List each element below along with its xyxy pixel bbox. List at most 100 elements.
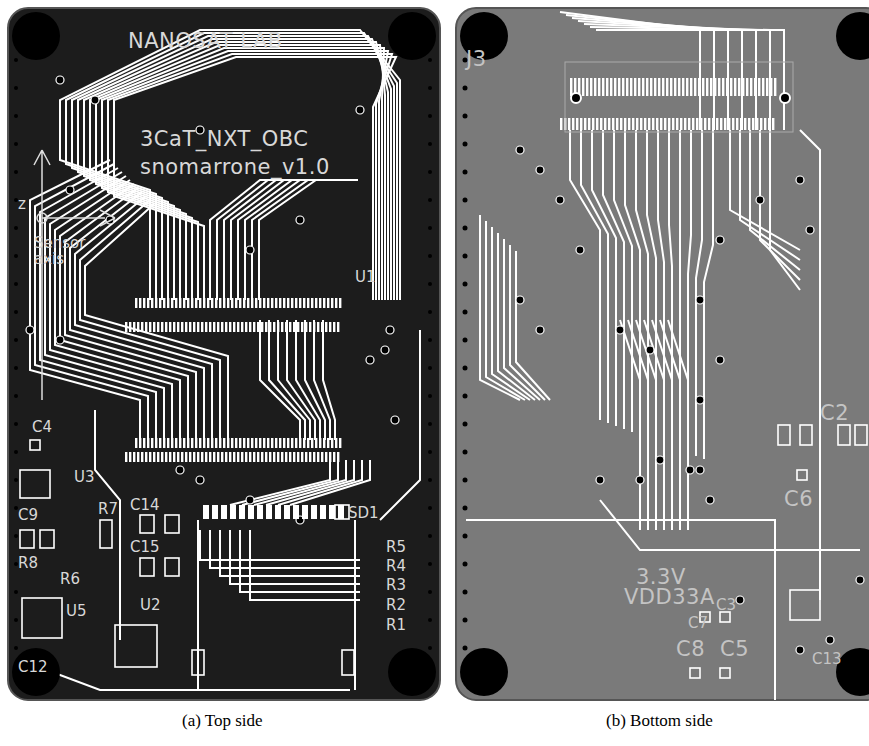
trace	[800, 130, 820, 600]
pad	[630, 78, 632, 96]
trace	[210, 180, 330, 300]
pad	[213, 452, 215, 462]
pad	[133, 452, 135, 462]
pad	[197, 452, 199, 462]
pad	[287, 438, 289, 448]
component-pad	[192, 650, 204, 675]
pad	[195, 298, 197, 308]
component-pad	[797, 470, 807, 480]
pad	[315, 438, 317, 448]
mounting-holes	[12, 12, 869, 696]
pad	[724, 118, 726, 130]
board-version: snomarrone_v1.0	[140, 156, 330, 178]
component-pad	[800, 425, 812, 445]
stitch-via	[428, 254, 432, 258]
reference-designator: SD1	[348, 506, 379, 522]
stitch-via	[428, 282, 432, 286]
pad	[257, 322, 259, 332]
pad	[217, 452, 219, 462]
stitch-via	[14, 254, 18, 258]
component-pad	[790, 590, 820, 620]
trace	[210, 530, 360, 568]
pad	[201, 452, 203, 462]
via	[91, 96, 99, 104]
pad	[654, 78, 656, 96]
trace	[590, 27, 770, 130]
sensor-axis-line	[42, 217, 105, 219]
pad	[720, 118, 722, 130]
pad	[704, 118, 706, 130]
pad	[177, 322, 179, 332]
trace	[278, 460, 362, 505]
pad	[173, 322, 175, 332]
pad	[676, 118, 678, 130]
trace	[72, 36, 394, 300]
pad	[726, 78, 728, 96]
pad	[338, 505, 344, 519]
pad	[153, 452, 155, 462]
pad	[748, 118, 750, 130]
via	[656, 456, 664, 464]
pad	[181, 452, 183, 462]
pad	[291, 438, 293, 448]
pad	[606, 78, 608, 96]
via	[516, 296, 524, 304]
pad	[714, 78, 716, 96]
via	[696, 296, 704, 304]
reference-designator: C9	[18, 508, 38, 524]
stitch-via	[428, 310, 432, 314]
pad	[734, 78, 736, 96]
pad	[233, 452, 235, 462]
pad	[212, 505, 218, 519]
pad	[149, 452, 151, 462]
pad	[303, 438, 305, 448]
pad	[309, 322, 311, 332]
trace	[516, 251, 550, 400]
pad	[648, 118, 650, 130]
pad	[618, 78, 620, 96]
pad	[249, 452, 251, 462]
axis-label: z	[18, 197, 26, 213]
pad	[283, 298, 285, 308]
pad	[764, 118, 766, 130]
pad	[169, 322, 171, 332]
connector-hole	[780, 93, 790, 103]
pad	[143, 438, 145, 448]
via	[176, 466, 184, 474]
pad	[628, 118, 630, 130]
reference-designator: U1	[355, 270, 376, 286]
pad	[227, 298, 229, 308]
stitch-via	[463, 226, 468, 231]
pad	[626, 78, 628, 96]
pad	[221, 505, 227, 519]
component-pad	[20, 530, 34, 548]
stitch-via	[14, 646, 18, 650]
traces	[20, 12, 860, 700]
pad	[235, 438, 237, 448]
reference-designator: R3	[386, 578, 406, 594]
stitch-via	[463, 534, 468, 539]
via	[736, 596, 744, 604]
pad	[273, 452, 275, 462]
trace	[95, 410, 120, 640]
via	[536, 166, 544, 174]
pad	[311, 505, 317, 519]
trace	[108, 54, 392, 300]
pad	[149, 322, 151, 332]
pad	[205, 452, 207, 462]
pad	[129, 322, 131, 332]
pad	[177, 452, 179, 462]
pad	[600, 118, 602, 130]
pad	[762, 78, 764, 96]
pad	[257, 505, 263, 519]
stitch-via	[14, 198, 18, 202]
pad	[299, 438, 301, 448]
stitch-via	[14, 86, 18, 90]
pad	[311, 298, 313, 308]
pad	[139, 438, 141, 448]
pad	[331, 298, 333, 308]
pad	[221, 322, 223, 332]
pad	[223, 298, 225, 308]
pad	[179, 438, 181, 448]
pad	[634, 78, 636, 96]
